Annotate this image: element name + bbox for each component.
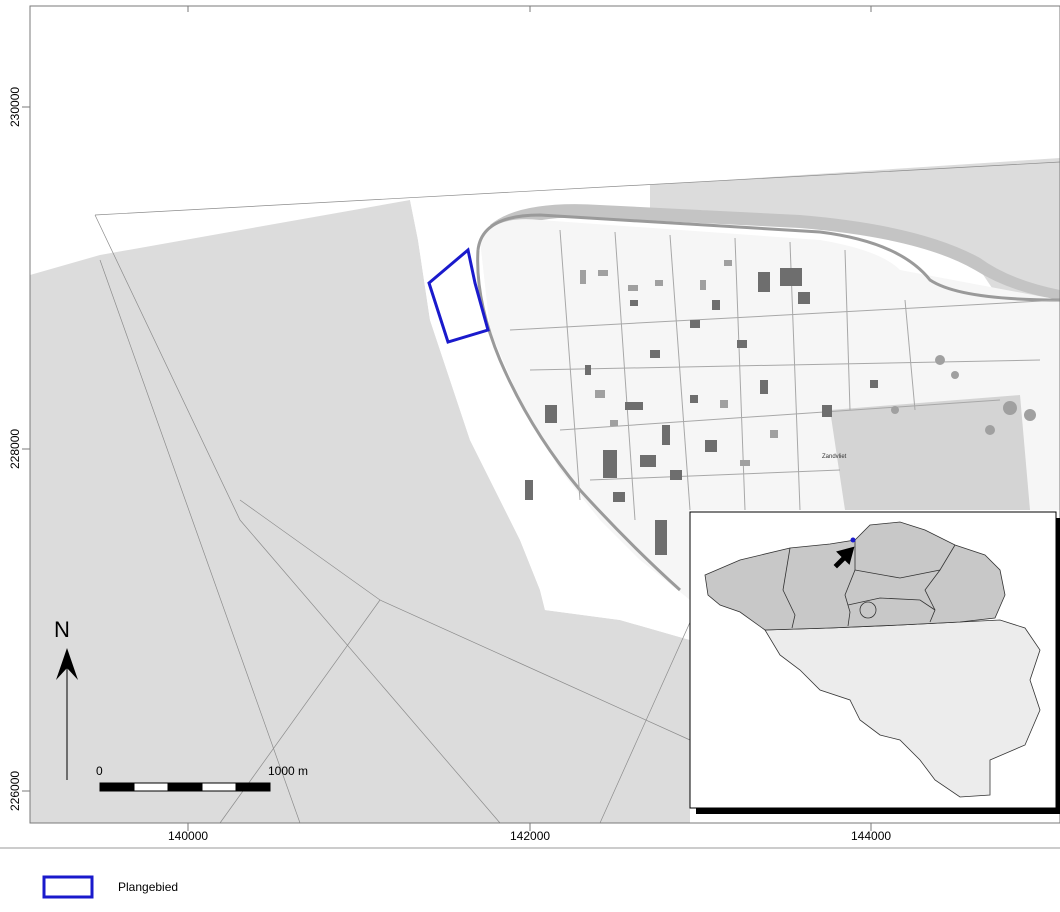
- tick-marks: [22, 6, 872, 831]
- buildings: [525, 268, 878, 555]
- inset-provinces: [782, 540, 956, 629]
- place-label: Zandvliet: [822, 454, 847, 460]
- inset-location-marker: [850, 537, 856, 543]
- legend-label-plan-area: Plangebied: [118, 880, 179, 894]
- x-tick-label: 144000: [851, 829, 892, 843]
- survey-lines: [94, 161, 1060, 824]
- y-tick-label: 228000: [8, 428, 22, 469]
- map-border: [29, 5, 1060, 824]
- x-tick-label: 142000: [510, 829, 551, 843]
- scale-bar-max-label: 1000 m: [268, 764, 309, 778]
- north-label: N: [54, 617, 70, 642]
- x-tick-label: 140000: [168, 829, 209, 843]
- small-structures: [580, 260, 1036, 466]
- y-tick-label: 226000: [8, 770, 22, 811]
- ring-road: [476, 213, 1060, 302]
- inset-map: [689, 511, 1060, 814]
- inset-flanders: [704, 521, 1006, 631]
- land-area-west: [30, 200, 690, 823]
- scale-bar-zero-label: 0: [96, 764, 103, 778]
- y-tick-label: 230000: [8, 86, 22, 127]
- inset-arrow: [833, 546, 855, 569]
- plan-area-polygon: [427, 247, 490, 344]
- north-arrow: [56, 648, 78, 780]
- inset-wallonia: [764, 619, 1041, 798]
- land-area-north: [650, 158, 1060, 325]
- canal: [490, 204, 1060, 300]
- legend-swatch-plan-area: [42, 875, 94, 899]
- scale-bar: [99, 782, 271, 792]
- water-strip: [410, 196, 690, 640]
- dock-area: [830, 395, 1030, 510]
